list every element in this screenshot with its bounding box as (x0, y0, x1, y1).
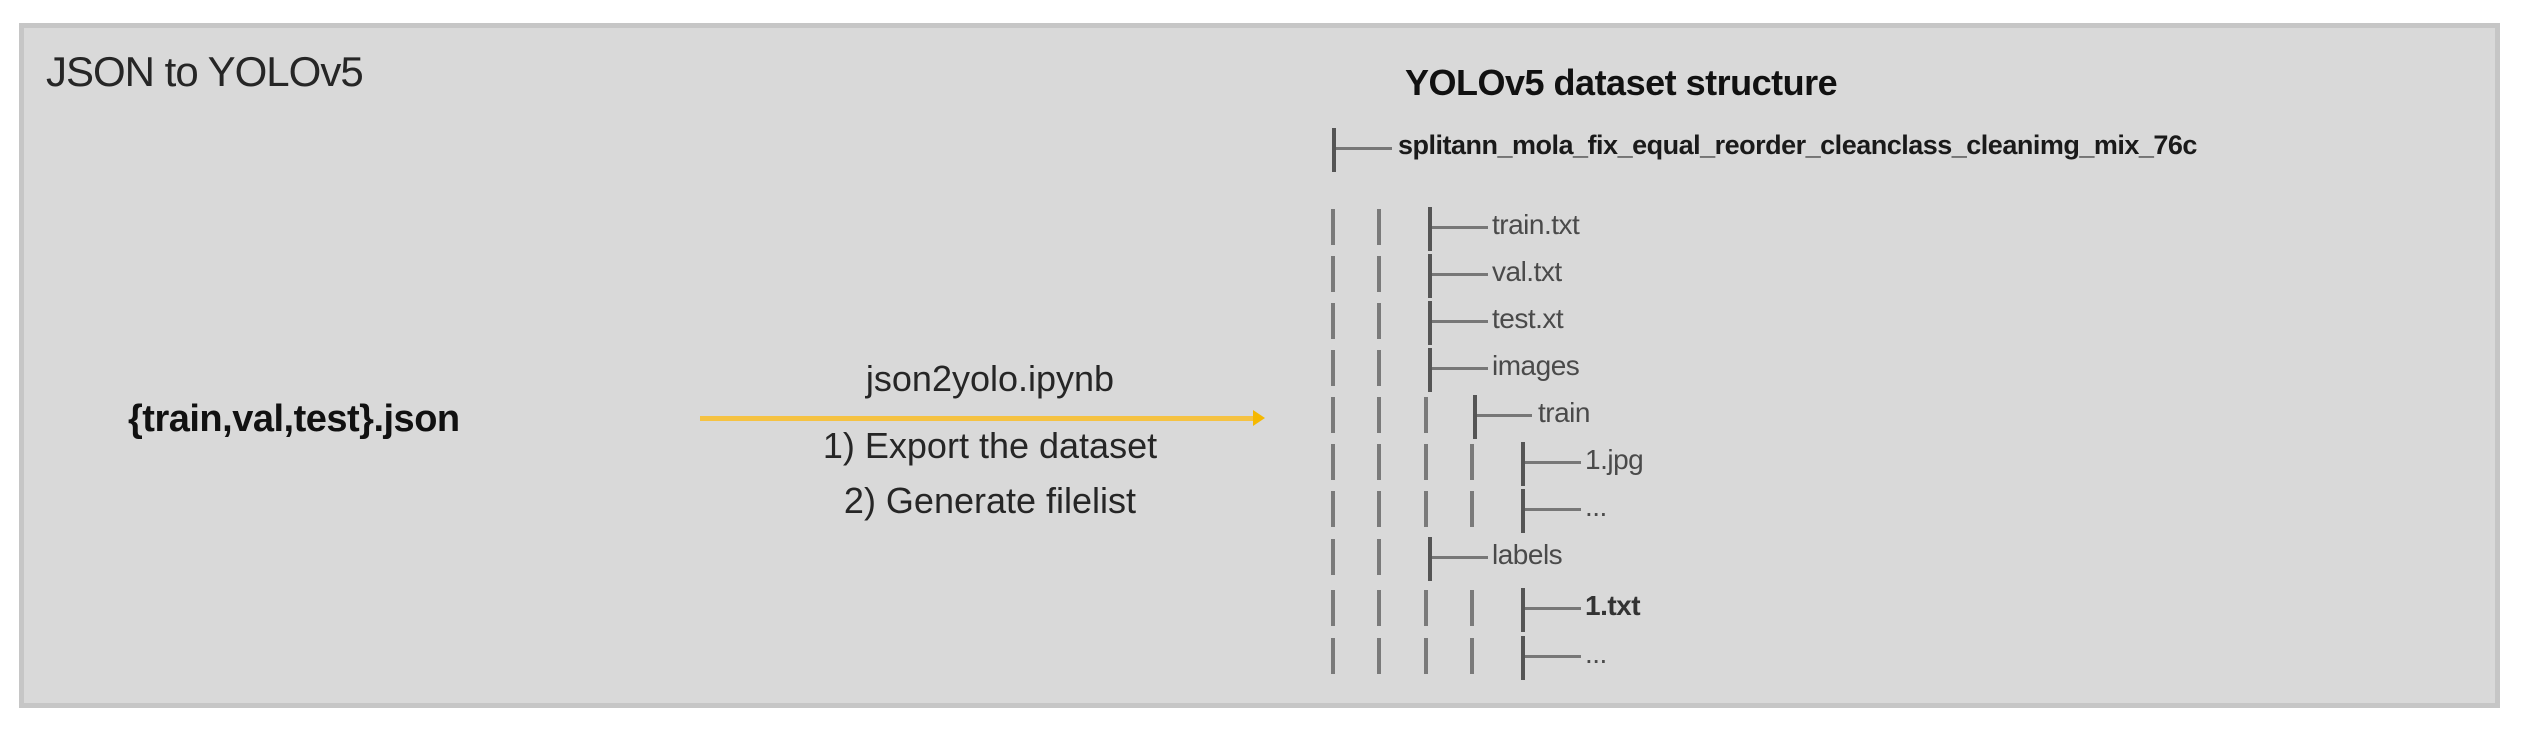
tree-guide-bar (1377, 209, 1381, 245)
tree-guide-bar (1377, 350, 1381, 386)
tree-branch-icon (1473, 395, 1477, 439)
tree-node: images (0, 348, 2522, 392)
tree-guide-bar (1331, 350, 1335, 386)
tree-branch-icon (1428, 348, 1432, 392)
tree-connector (1525, 655, 1581, 658)
arrow-head-icon (1253, 410, 1265, 426)
tree-guide-bar (1377, 539, 1381, 575)
tree-connector (1432, 226, 1488, 229)
tree-guide-bar (1377, 444, 1381, 480)
tree-node-label: ... (1585, 491, 1607, 522)
tree-node-label: 1.txt (1585, 590, 1641, 621)
tree-guide-bar (1377, 491, 1381, 527)
tree-branch-icon (1428, 301, 1432, 345)
tree-branch-icon (1521, 636, 1525, 680)
tree-branch-icon (1428, 254, 1432, 298)
tree-branch-icon (1428, 207, 1432, 251)
tree-guide-bar (1424, 397, 1428, 433)
tree-branch-icon (1521, 588, 1525, 632)
tree-node: train.txt (0, 207, 2522, 251)
tree-guide-bar (1331, 638, 1335, 674)
panel-title: JSON to YOLOv5 (46, 48, 364, 95)
tree-node: test.xt (0, 301, 2522, 345)
tree-node-label: train.txt (1492, 209, 1580, 240)
tree-guide-bar (1470, 638, 1474, 674)
arrow-right-icon (700, 416, 1256, 421)
script-name: json2yolo.ipynb (865, 358, 1115, 399)
tree-guide-bar (1377, 256, 1381, 292)
tree-node: 1.jpg (0, 442, 2522, 486)
tree-guide-bar (1331, 397, 1335, 433)
output-title: YOLOv5 dataset structure (1405, 62, 1838, 103)
tree-guide-bar (1331, 303, 1335, 339)
diagram-panel (19, 23, 2500, 708)
tree-node: val.txt (0, 254, 2522, 298)
tree-guide-bar (1331, 491, 1335, 527)
source-files-label: {train,val,test}.json (128, 398, 460, 440)
tree-connector (1432, 556, 1488, 559)
tree-branch-icon (1332, 128, 1336, 172)
tree-guide-bar (1331, 539, 1335, 575)
tree-node: train (0, 395, 2522, 439)
tree-connector (1525, 607, 1581, 610)
tree-guide-bar (1470, 590, 1474, 626)
tree-branch-icon (1428, 537, 1432, 581)
tree-connector (1525, 461, 1581, 464)
tree-guide-bar (1331, 209, 1335, 245)
tree-connector (1477, 414, 1532, 417)
tree-guide-bar (1424, 590, 1428, 626)
tree-guide-bar (1424, 638, 1428, 674)
tree-connector (1432, 367, 1488, 370)
tree-node-label: images (1492, 350, 1580, 381)
tree-node-label: labels (1492, 539, 1563, 570)
tree-guide-bar (1377, 638, 1381, 674)
tree-guide-bar (1377, 397, 1381, 433)
tree-branch-icon (1521, 442, 1525, 486)
tree-guide-bar (1470, 444, 1474, 480)
tree-node-label: ... (1585, 638, 1607, 669)
tree-guide-bar (1377, 590, 1381, 626)
tree-node-label: val.txt (1492, 256, 1562, 287)
tree-guide-bar (1377, 303, 1381, 339)
tree-node-label: 1.jpg (1585, 444, 1644, 475)
tree-guide-bar (1424, 491, 1428, 527)
tree-node: 1.txt (0, 588, 2522, 632)
tree-guide-bar (1424, 444, 1428, 480)
tree-branch-icon (1521, 489, 1525, 533)
step-export: 1) Export the dataset (822, 425, 1158, 466)
tree-node-label: test.xt (1492, 303, 1564, 334)
tree-connector (1336, 147, 1392, 150)
tree-node-label: splitann_mola_fix_equal_reorder_cleancla… (1398, 130, 2197, 160)
tree-connector (1525, 508, 1581, 511)
tree-node: ... (0, 636, 2522, 680)
tree-guide-bar (1331, 444, 1335, 480)
tree-connector (1432, 273, 1488, 276)
step-filelist: 2) Generate filelist (843, 480, 1137, 521)
tree-node: labels (0, 537, 2522, 581)
tree-node-root: splitann_mola_fix_equal_reorder_cleancla… (0, 128, 2522, 172)
tree-guide-bar (1470, 491, 1474, 527)
tree-guide-bar (1331, 590, 1335, 626)
tree-guide-bar (1331, 256, 1335, 292)
tree-node-label: train (1538, 397, 1590, 428)
tree-node: ... (0, 489, 2522, 533)
tree-connector (1432, 320, 1488, 323)
